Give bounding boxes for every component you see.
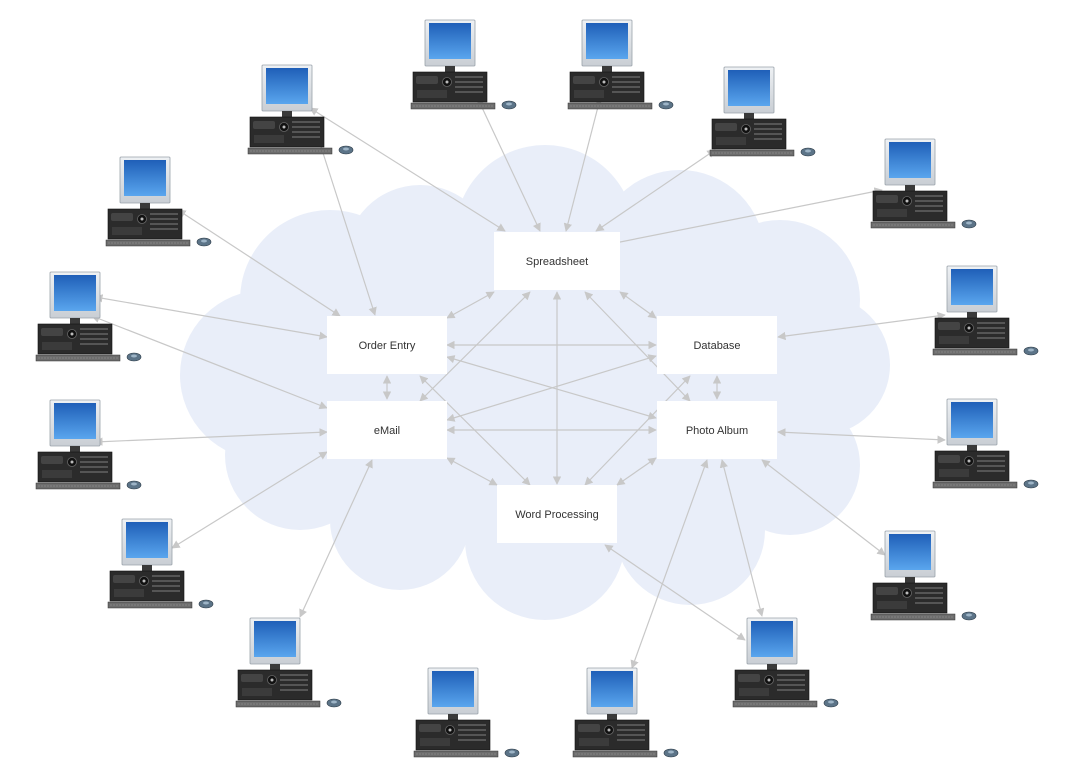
node-label-database: Database: [693, 340, 740, 352]
desktop-computer-icon[interactable]: [105, 156, 212, 247]
node-email[interactable]: eMail: [327, 401, 447, 459]
application-nodes: Spreadsheet Order Entry Database eMail P…: [327, 232, 777, 543]
connector-line: [91, 314, 328, 410]
node-spreadsheet[interactable]: Spreadsheet: [494, 232, 620, 290]
desktop-computer-icon[interactable]: [567, 19, 674, 110]
desktop-computer-icon[interactable]: [247, 64, 354, 155]
connector-line: [604, 544, 746, 641]
connector-line: [584, 375, 691, 486]
desktop-computer-icon[interactable]: [572, 667, 679, 758]
node-label-order-entry: Order Entry: [359, 340, 416, 352]
desktop-computer-icon[interactable]: [870, 530, 977, 621]
desktop-computer-icon[interactable]: [870, 138, 977, 229]
connector-line: [94, 428, 328, 446]
desktop-computer-icon[interactable]: [235, 617, 342, 708]
node-label-email: eMail: [374, 425, 400, 437]
node-label-word-processing: Word Processing: [515, 509, 599, 521]
desktop-computer-icon[interactable]: [709, 66, 816, 157]
connector-line: [299, 459, 373, 618]
connector-line: [604, 187, 883, 248]
node-order-entry[interactable]: Order Entry: [327, 316, 447, 374]
connector-line: [313, 127, 377, 316]
desktop-computer-icon[interactable]: [35, 399, 142, 490]
desktop-computer-icon[interactable]: [413, 667, 520, 758]
connector-line: [563, 98, 603, 232]
connector-lines: [91, 98, 946, 669]
connector-line: [777, 311, 946, 341]
desktop-computer-icon[interactable]: [732, 617, 839, 708]
connector-line: [777, 428, 946, 444]
node-label-photo-album: Photo Album: [686, 425, 748, 437]
node-word-processing[interactable]: Word Processing: [497, 485, 617, 543]
desktop-computer-icon[interactable]: [410, 19, 517, 110]
desktop-computer-icon[interactable]: [932, 265, 1039, 356]
desktop-computer-icon[interactable]: [932, 398, 1039, 489]
node-database[interactable]: Database: [657, 316, 777, 374]
connector-line: [761, 459, 886, 556]
connector-line: [719, 459, 765, 617]
node-photo-album[interactable]: Photo Album: [657, 401, 777, 459]
connector-line: [419, 375, 531, 486]
node-label-spreadsheet: Spreadsheet: [526, 256, 588, 268]
desktop-computer-icon[interactable]: [35, 271, 142, 362]
